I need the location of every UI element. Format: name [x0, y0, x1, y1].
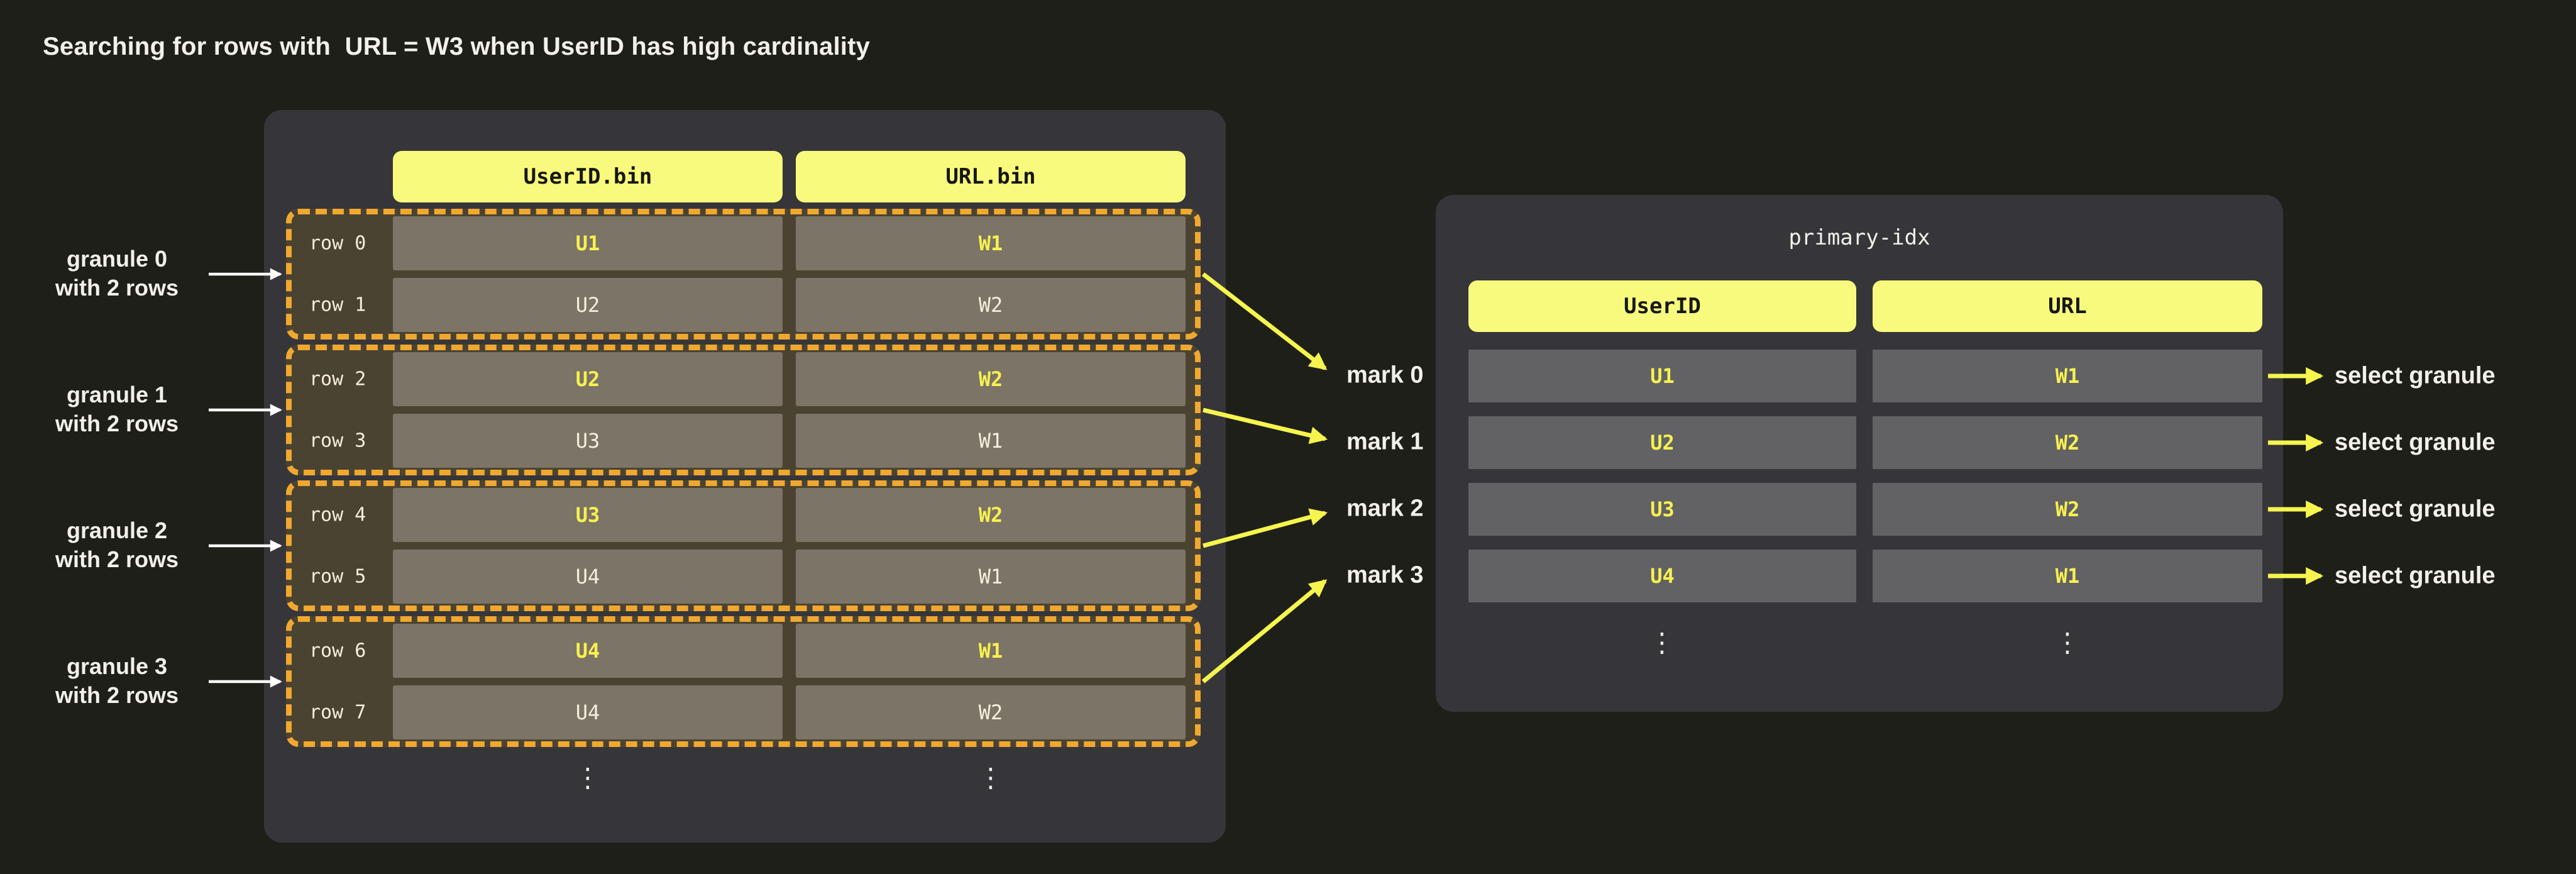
row-label: row 7 — [309, 701, 366, 724]
url-bin-ellipsis: ⋮ — [977, 762, 1004, 793]
url-cell: W1 — [796, 624, 1186, 678]
userid-cell: U1 — [393, 216, 783, 270]
select-granule-label: select granule — [2335, 362, 2496, 389]
row-label: row 0 — [309, 232, 366, 255]
select-granule-label: select granule — [2335, 495, 2496, 523]
select-granule-label: select granule — [2335, 429, 2496, 456]
row-label: row 1 — [309, 294, 366, 316]
url-cell: W2 — [796, 685, 1186, 739]
idx-userid-cell: U1 — [1468, 350, 1856, 402]
idx-url-cell: W1 — [1873, 550, 2262, 602]
url-cell: W2 — [796, 278, 1186, 332]
userid-bin-header: UserID.bin — [393, 151, 783, 202]
granule-box-0: row 0 U1 W1 row 1 U2 W2 — [286, 209, 1201, 340]
idx-url-cell: W2 — [1873, 483, 2262, 536]
row-label: row 4 — [309, 504, 366, 526]
table-row: row 0 U1 W1 — [292, 216, 1195, 270]
url-cell: W1 — [796, 550, 1186, 604]
granule-box-1: row 2 U2 W2 row 3 U3 W1 — [286, 345, 1201, 475]
userid-bin-ellipsis: ⋮ — [575, 762, 601, 793]
userid-cell: U3 — [393, 488, 783, 542]
idx-url-ellipsis: ⋮ — [2054, 627, 2081, 658]
userid-cell: U4 — [393, 624, 783, 678]
idx-url-cell: W1 — [1873, 350, 2262, 402]
table-row: row 4 U3 W2 — [292, 488, 1195, 542]
page-title: Searching for rows with URL = W3 when Us… — [43, 33, 871, 60]
table-row: row 1 U2 W2 — [292, 278, 1195, 332]
url-cell: W1 — [796, 414, 1186, 468]
url-cell: W2 — [796, 352, 1186, 406]
userid-cell: U2 — [393, 278, 783, 332]
granule-box-3: row 6 U4 W1 row 7 U4 W2 — [286, 616, 1201, 747]
granule-box-2: row 4 U3 W2 row 5 U4 W1 — [286, 480, 1201, 611]
mark-0-label: mark 0 — [1346, 362, 1424, 389]
row-label: row 3 — [309, 429, 366, 452]
row-label: row 2 — [309, 368, 366, 390]
mark-2-label: mark 2 — [1346, 495, 1424, 522]
idx-userid-cell: U4 — [1468, 550, 1856, 602]
userid-cell: U2 — [393, 352, 783, 406]
url-bin-header: URL.bin — [796, 151, 1186, 202]
idx-url-cell: W2 — [1873, 416, 2262, 469]
primary-index-title: primary-idx — [1788, 225, 1930, 250]
row-label: row 5 — [309, 565, 366, 588]
mark-1-label: mark 1 — [1346, 428, 1424, 455]
table-row: row 3 U3 W1 — [292, 414, 1195, 468]
userid-cell: U3 — [393, 414, 783, 468]
row-label: row 6 — [309, 639, 366, 662]
select-granule-label: select granule — [2335, 562, 2496, 589]
url-cell: W2 — [796, 488, 1186, 542]
userid-cell: U4 — [393, 550, 783, 604]
table-row: row 2 U2 W2 — [292, 352, 1195, 406]
table-row: row 7 U4 W2 — [292, 685, 1195, 739]
userid-header: UserID — [1468, 280, 1856, 332]
mark-3-label: mark 3 — [1346, 561, 1424, 589]
url-header: URL — [1873, 280, 2262, 332]
idx-userid-cell: U3 — [1468, 483, 1856, 536]
idx-userid-cell: U2 — [1468, 416, 1856, 469]
idx-userid-ellipsis: ⋮ — [1649, 627, 1675, 658]
url-cell: W1 — [796, 216, 1186, 270]
table-row: row 6 U4 W1 — [292, 624, 1195, 678]
userid-cell: U4 — [393, 685, 783, 739]
table-row: row 5 U4 W1 — [292, 550, 1195, 604]
